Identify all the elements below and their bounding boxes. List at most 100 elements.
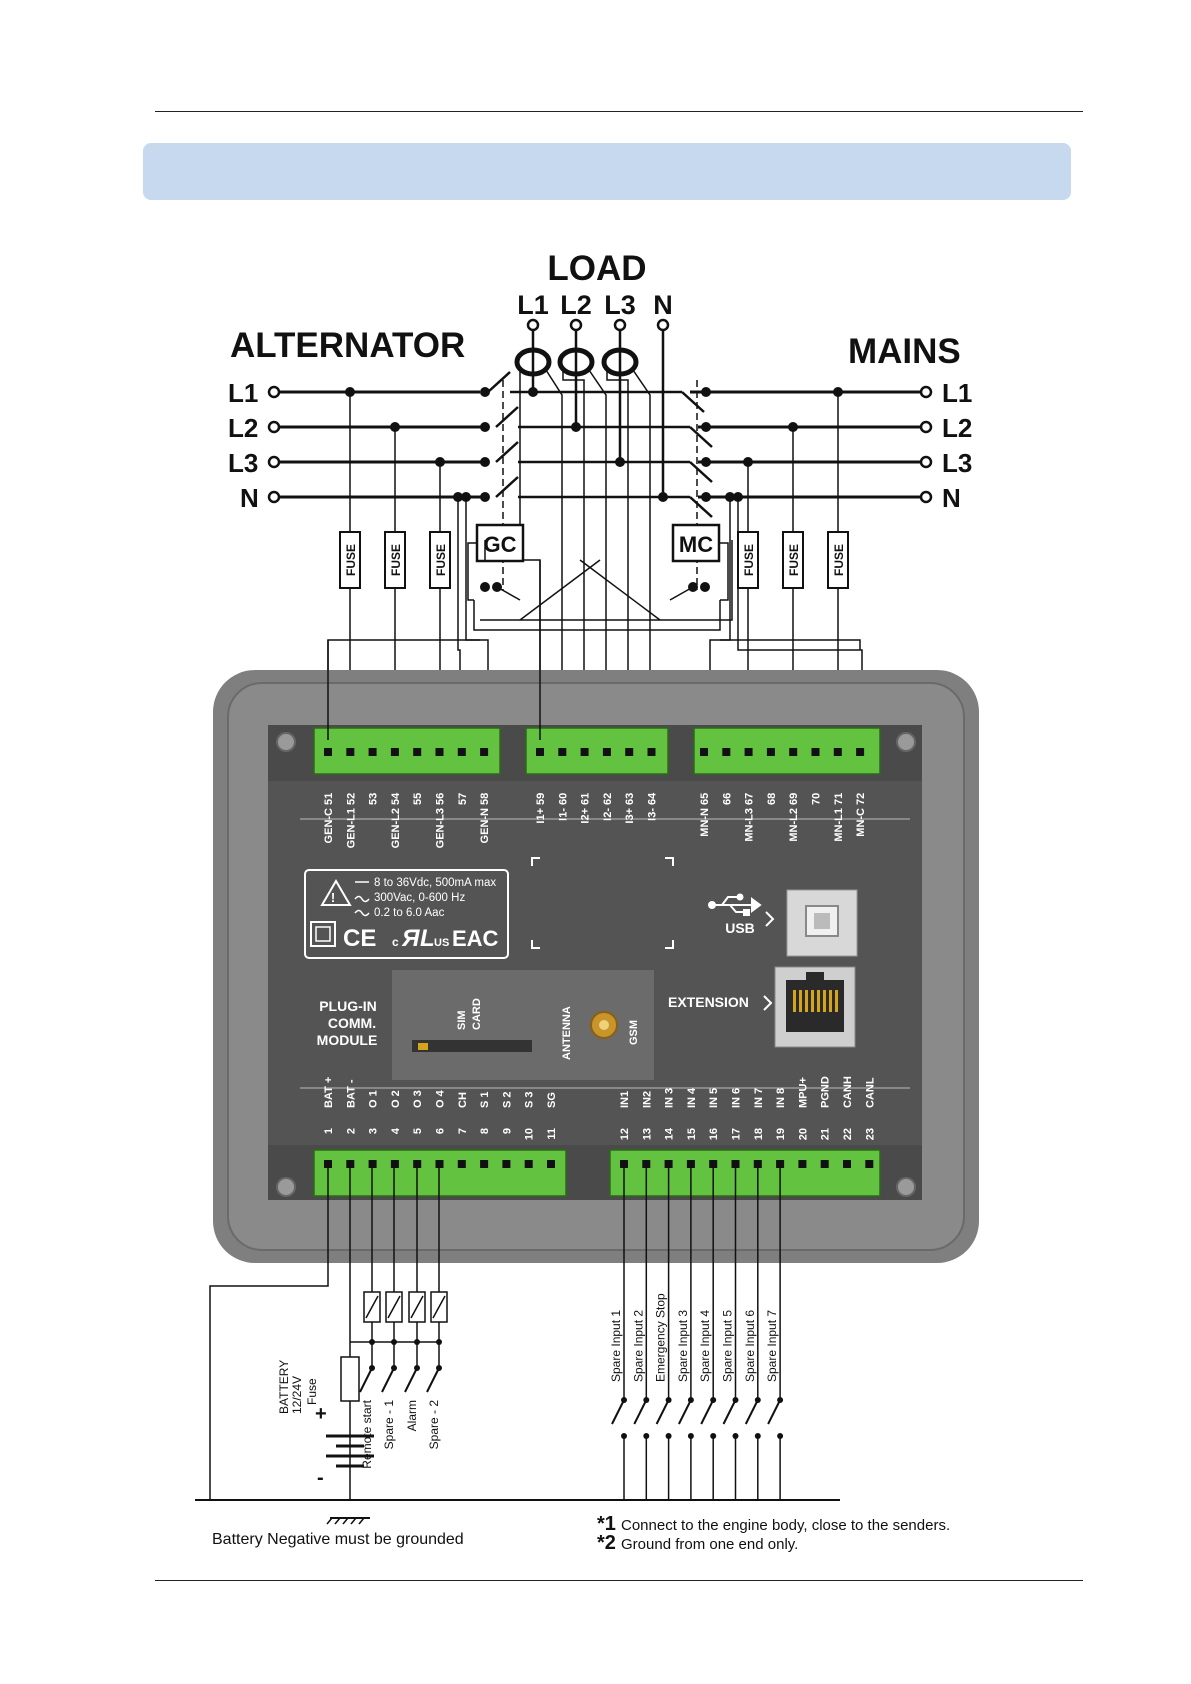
terminal-number: 17: [731, 1128, 743, 1140]
terminal-number: 52: [345, 793, 357, 805]
plugin-comm-label: PLUG-IN COMM. MODULE: [317, 998, 378, 1048]
bus-lines: [278, 390, 922, 499]
terminal-screw: [390, 748, 399, 756]
note2-text: Ground from one end only.: [621, 1536, 798, 1553]
mains-l1-label: L1: [942, 378, 972, 408]
input-switch-label: Spare Input 7: [765, 1310, 779, 1382]
svg-text:FUSE: FUSE: [389, 544, 403, 576]
ce-mark: CE: [343, 925, 376, 952]
terminal-label: IN 4: [686, 1087, 698, 1108]
terminal-label: IN 3: [664, 1088, 676, 1108]
terminal-label: O 4: [435, 1089, 447, 1108]
terminal-number: 65: [699, 793, 711, 805]
terminal-label: O 2: [390, 1090, 402, 1108]
terminal-screw: [766, 748, 775, 756]
terminal-screw: [390, 1160, 399, 1168]
terminal-number: 54: [390, 792, 402, 805]
terminal-number: 66: [721, 793, 733, 805]
terminal-label: I1-: [557, 808, 569, 821]
terminal-number: 72: [855, 793, 867, 805]
terminal-label: CH: [457, 1092, 469, 1108]
top-terminal-blocks: [313, 727, 881, 775]
terminal-screw: [722, 748, 731, 756]
load-n-label: N: [653, 290, 673, 320]
terminal-label: BAT +: [323, 1077, 335, 1108]
terminal-screw: [457, 748, 466, 756]
mains-l2-label: L2: [942, 413, 972, 443]
terminal-screw: [843, 1160, 851, 1168]
terminal-screw: [700, 748, 708, 756]
terminal-screw: [798, 1160, 807, 1168]
terminal-number: 51: [323, 793, 335, 805]
terminal-label: PGND: [820, 1076, 832, 1108]
load-l2-label: L2: [560, 290, 592, 320]
terminal-number: 3: [368, 1128, 380, 1134]
terminal-label: BAT -: [345, 1079, 357, 1108]
terminal-number: 12: [619, 1128, 631, 1140]
load-l1-label: L1: [517, 290, 549, 320]
antenna-label: ANTENNA: [561, 1006, 573, 1060]
terminal-number: 67: [744, 793, 756, 805]
output-switch-label: Alarm: [405, 1400, 419, 1431]
terminal-number: 64: [647, 792, 659, 805]
terminal-label: CANL: [864, 1077, 876, 1108]
note1-mark: *1: [597, 1513, 616, 1535]
alt-l2-label: L2: [228, 413, 258, 443]
terminal-number: 57: [457, 793, 469, 805]
extension-port[interactable]: [774, 966, 856, 1048]
terminal-label: MPU+: [797, 1077, 809, 1108]
current-transformers: [514, 347, 639, 377]
terminal-screw: [856, 748, 865, 756]
terminal-screw: [413, 748, 422, 756]
terminal-screw: [457, 1160, 466, 1168]
terminal-label: MN-N: [699, 808, 711, 837]
mains-title: MAINS: [848, 332, 961, 371]
plugin-module-slot[interactable]: [392, 970, 654, 1080]
terminal-label: O 3: [412, 1090, 424, 1108]
terminal-label: I1+: [535, 808, 547, 824]
mc-coil: MC: [671, 523, 721, 563]
input-switch-label: Spare Input 5: [721, 1310, 735, 1382]
terminal-number: 7: [457, 1128, 469, 1134]
terminal-label: MN-L1: [833, 808, 845, 842]
svg-text:FUSE: FUSE: [434, 544, 448, 576]
terminal-screw: [502, 1160, 511, 1168]
note1-text: Connect to the engine body, close to the…: [621, 1517, 950, 1534]
terminal-label: GEN-L3: [435, 808, 447, 848]
terminal-label: S 3: [524, 1091, 536, 1108]
terminal-number: 19: [775, 1128, 787, 1140]
svg-text:FUSE: FUSE: [787, 544, 801, 576]
battery-minus-icon: -: [317, 1467, 324, 1489]
top-terminal-feeds: [327, 560, 541, 740]
terminal-number: 1: [323, 1128, 335, 1134]
terminal-label: SG: [546, 1092, 558, 1108]
battery-label-line1: BATTERY: [277, 1360, 291, 1414]
svg-text:!: !: [331, 890, 335, 905]
terminal-number: 14: [664, 1127, 676, 1140]
alt-l3-label: L3: [228, 448, 258, 478]
terminal-label: MN-L2: [788, 808, 800, 842]
terminal-number: 4: [390, 1127, 402, 1134]
terminal-screw: [833, 748, 842, 756]
alternator-title: ALTERNATOR: [230, 326, 465, 365]
input-switch-label: Spare Input 6: [743, 1310, 757, 1382]
mc-label: MC: [679, 532, 713, 557]
terminal-screw: [789, 748, 798, 756]
plugin-label-line3: MODULE: [317, 1032, 378, 1048]
mains-l3-label: L3: [942, 448, 972, 478]
load-title: LOAD: [547, 249, 646, 288]
terminal-screw: [324, 748, 332, 756]
terminal-label: GEN-C: [323, 808, 335, 844]
terminal-label: CANH: [842, 1076, 854, 1108]
section-banner: [143, 143, 1071, 200]
terminal-number: 6: [435, 1128, 447, 1134]
spec-ac-voltage: 300Vac, 0-600 Hz: [374, 892, 465, 904]
terminal-label: I2-: [602, 808, 614, 821]
usb-port[interactable]: [786, 889, 858, 957]
terminal-label: S 2: [501, 1091, 513, 1108]
terminal-screw: [647, 748, 656, 756]
input-switch-label: Spare Input 1: [609, 1310, 623, 1382]
